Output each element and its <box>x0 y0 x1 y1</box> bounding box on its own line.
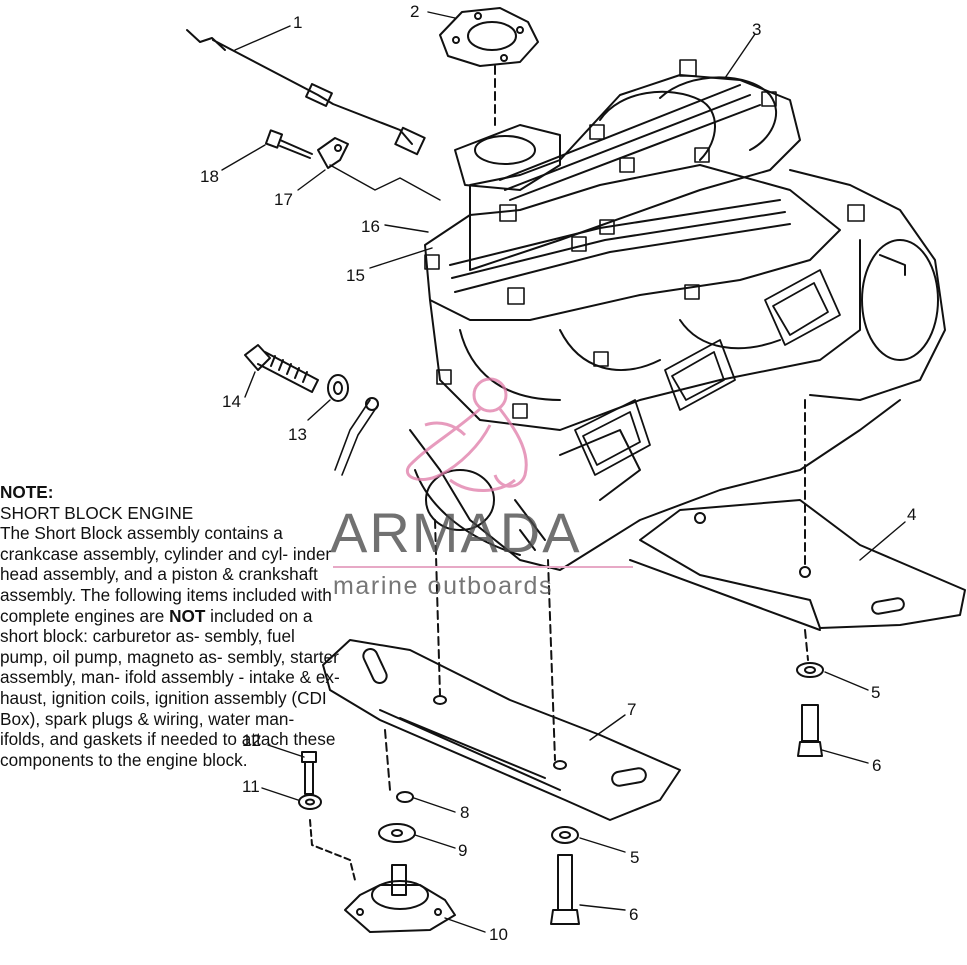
part-8-nut <box>396 791 414 803</box>
callout-10: 10 <box>489 925 508 944</box>
watermark-rule <box>333 566 633 568</box>
watermark-brand: ARMADA <box>330 501 582 564</box>
part-7-mount-plate <box>322 519 681 821</box>
watermark-tagline: marine outboards <box>333 572 554 600</box>
callout-11: 11 <box>242 777 260 796</box>
note-not-emphasis: NOT <box>169 605 206 626</box>
callout-6-lower: 6 <box>629 905 638 924</box>
callout-16: 16 <box>361 217 380 236</box>
callout-17: 17 <box>274 190 293 209</box>
callout-6: 6 <box>872 756 881 775</box>
leader-17 <box>329 164 441 201</box>
callout-18: 18 <box>200 167 219 186</box>
callout-9: 9 <box>458 841 467 860</box>
part-1-sensor-cable <box>186 29 426 156</box>
part-13-washer <box>327 374 349 402</box>
part-18-screw <box>264 129 313 159</box>
callout-2: 2 <box>410 2 419 21</box>
engine-block <box>409 59 946 571</box>
part-5-6-lower-bolt <box>550 826 580 925</box>
callout-14: 14 <box>222 392 241 411</box>
part-14-bolt <box>244 344 319 393</box>
note-title: NOTE: <box>0 482 54 502</box>
callout-3: 3 <box>752 20 761 39</box>
callout-13: 13 <box>288 425 307 444</box>
part-9-washer <box>378 823 416 843</box>
part-2-gasket <box>439 7 539 126</box>
note-body-1: The Short Block assembly contains a cran… <box>0 523 332 626</box>
callout-12: 12 <box>242 731 261 750</box>
part-4-mount-plate <box>629 399 966 631</box>
part-10-engine-mount <box>309 819 456 933</box>
short-block-note: NOTE: SHORT BLOCK ENGINE The Short Block… <box>0 482 340 770</box>
callout-numbers: 1 2 3 4 5 6 7 8 9 10 11 12 13 14 15 16 1… <box>200 2 916 944</box>
callout-4: 4 <box>907 505 916 524</box>
callout-1: 1 <box>293 13 302 32</box>
callout-15: 15 <box>346 266 365 285</box>
callout-leaders <box>221 11 906 933</box>
note-heading: SHORT BLOCK ENGINE <box>0 502 194 523</box>
callout-5-lower: 5 <box>630 848 639 867</box>
callout-7: 7 <box>627 700 636 719</box>
part-17-clip <box>317 137 349 169</box>
note-body-2: included on a short block: carburetor as… <box>0 605 340 770</box>
callout-8: 8 <box>460 803 469 822</box>
part-5-6-right-bolt <box>796 629 824 757</box>
callout-5: 5 <box>871 683 880 702</box>
wire-lead <box>334 399 379 476</box>
